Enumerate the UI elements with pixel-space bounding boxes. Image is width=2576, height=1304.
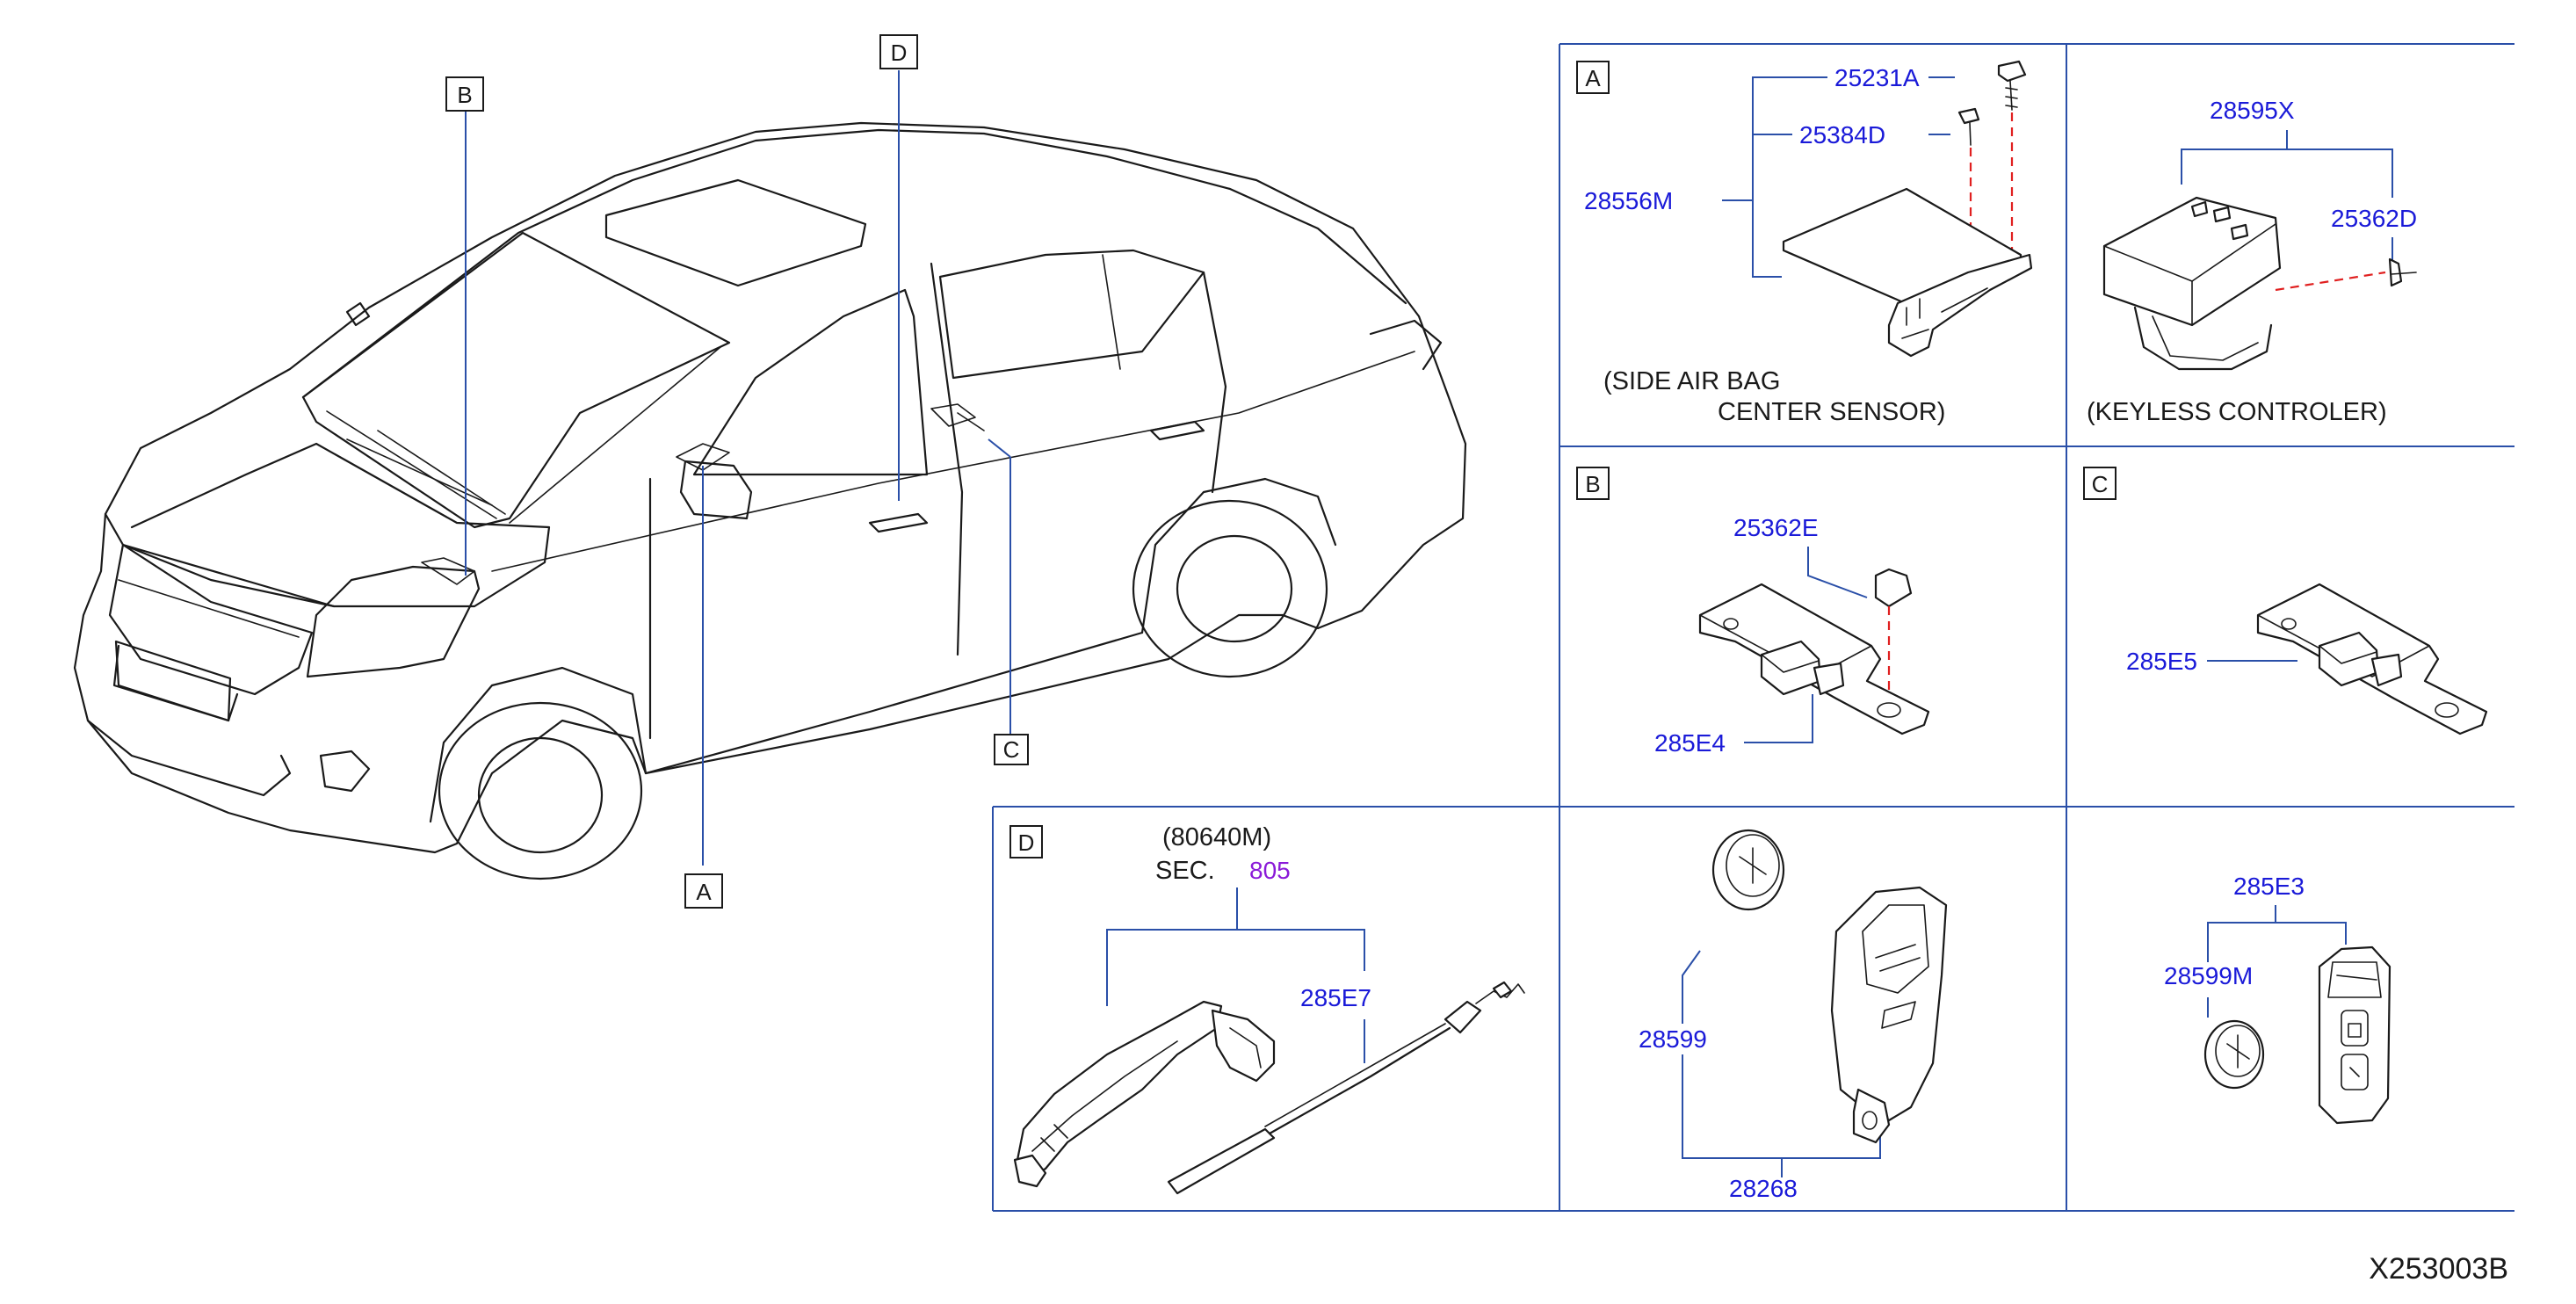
sec-number-805: 805 (1249, 857, 1291, 884)
sec-label: SEC. (1155, 857, 1215, 885)
part-28595x: 28595X (2210, 97, 2295, 124)
panel-c: C 285E5 (2083, 467, 2488, 735)
svg-text:C: C (1003, 736, 1020, 763)
side-air-bag-caption-2: CENTER SENSOR) (1718, 398, 1945, 426)
callout-box-a: A (684, 873, 723, 909)
part-285e7: 285E7 (1300, 984, 1371, 1011)
panel-grid (992, 43, 2514, 1212)
part-285e3: 285E3 (2233, 873, 2305, 900)
panel-d: D (80640M) SEC. 805 285E7 (1009, 823, 1525, 1195)
svg-text:D: D (891, 40, 908, 66)
part-285e4: 285E4 (1654, 729, 1726, 757)
svg-text:D: D (1018, 829, 1035, 856)
side-air-bag-caption-1: (SIDE AIR BAG (1603, 367, 1780, 395)
part-25362d: 25362D (2331, 205, 2417, 232)
panel-a: A 25231A 25384D 28556M (1576, 60, 2033, 358)
svg-text:B: B (457, 82, 472, 108)
svg-text:A: A (1585, 65, 1601, 91)
keyless-controller-caption: (KEYLESS CONTROLER) (2087, 398, 2387, 426)
part-28556m: 28556M (1584, 187, 1673, 214)
part-25384d: 25384D (1799, 121, 1885, 149)
svg-text:A: A (696, 879, 712, 905)
panel-smartkey: 285E3 28599M (2164, 873, 2391, 1125)
part-25362e: 25362E (1733, 514, 1819, 541)
part-285e5: 285E5 (2126, 648, 2197, 675)
part-28268: 28268 (1729, 1175, 1798, 1202)
panel-keyless: 28595X 25362D (2102, 97, 2417, 371)
callout-box-b: B (445, 76, 484, 112)
callout-box-d: D (879, 34, 918, 69)
figure-code: X253003B (2369, 1252, 2508, 1286)
ref-80640m: (80640M) (1162, 823, 1271, 851)
svg-text:C: C (2092, 471, 2109, 497)
callout-box-c: C (994, 734, 1029, 765)
car-callout-leaders (465, 70, 1011, 866)
svg-text:B: B (1585, 471, 1600, 497)
panel-b: B 25362E 285E4 (1576, 467, 1930, 757)
panel-key: 28599 28268 (1639, 829, 1948, 1202)
part-28599: 28599 (1639, 1025, 1707, 1053)
car-illustration (73, 121, 1467, 880)
part-28599m: 28599M (2164, 962, 2253, 989)
part-25231a: 25231A (1834, 64, 1920, 91)
